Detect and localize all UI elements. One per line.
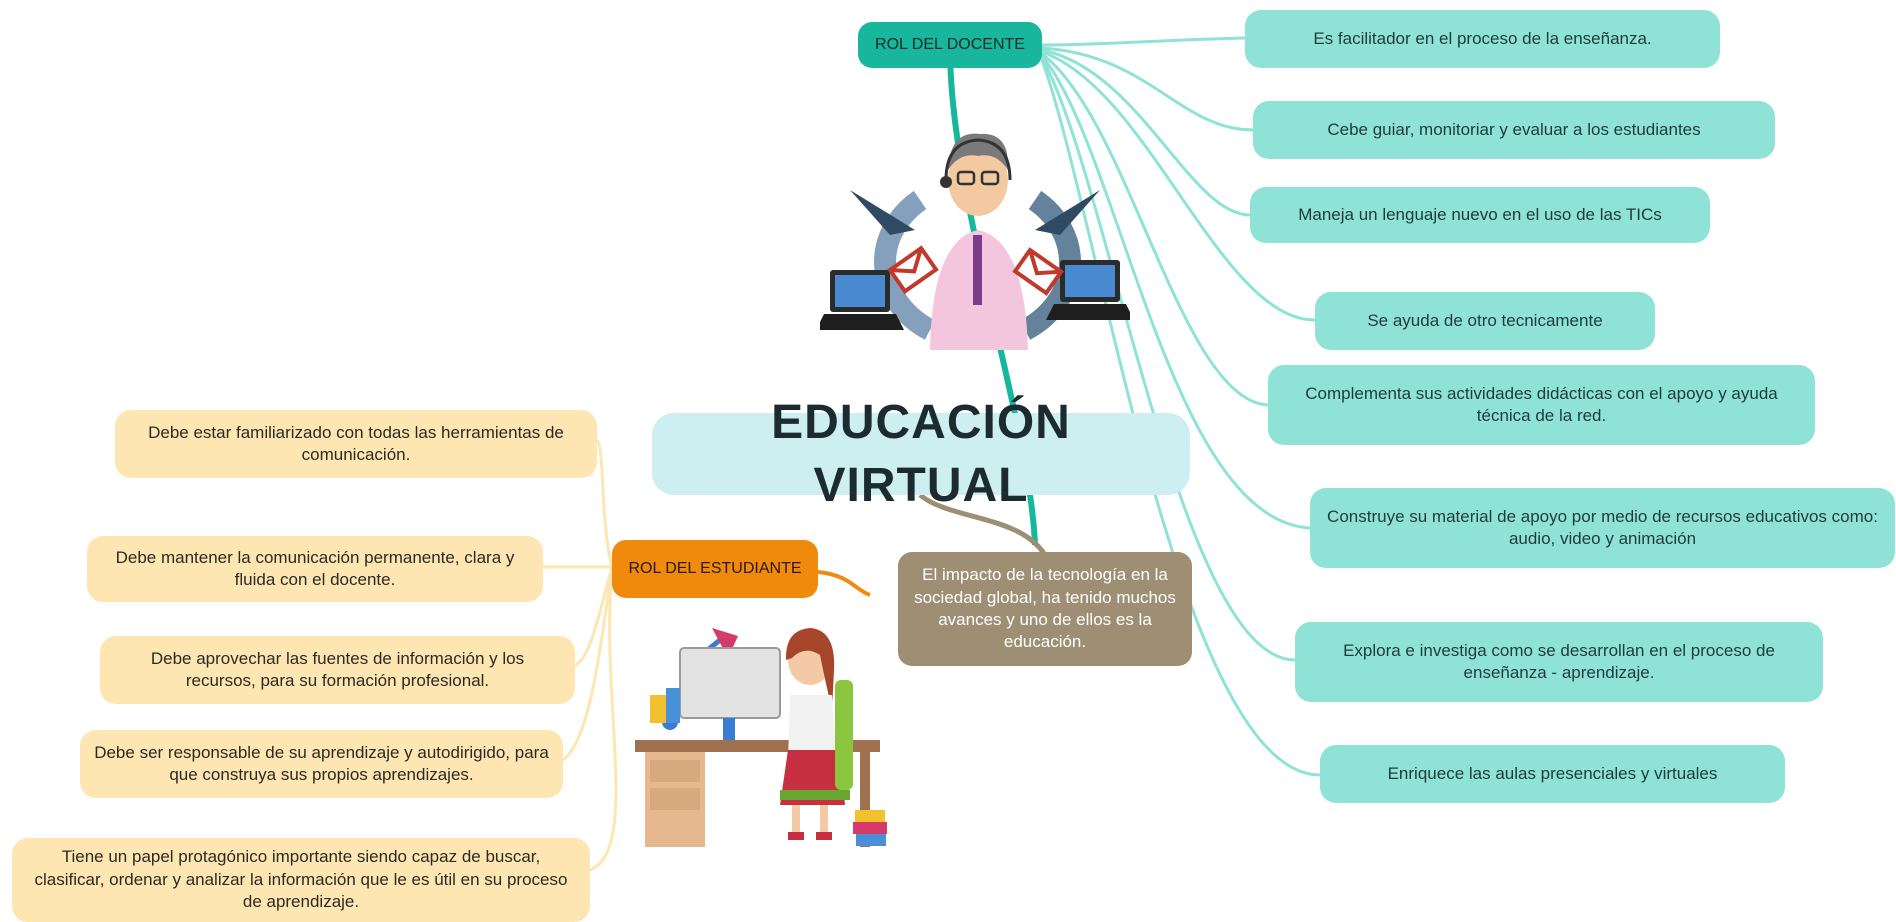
impact-text: El impacto de la tecnología en la socied…	[914, 565, 1176, 652]
estudiante-item-text: Debe mantener la comunicación permanente…	[115, 547, 515, 589]
docente-item-text: Construye su material de apoyo por medio…	[1327, 506, 1878, 548]
docente-item-1[interactable]: Es facilitador en el proceso de la enseñ…	[1245, 10, 1720, 68]
docente-item-7[interactable]: Explora e investiga como se desarrollan …	[1295, 622, 1823, 702]
docente-item-text: Explora e investiga como se desarrollan …	[1343, 640, 1775, 682]
link-docente-5	[1041, 52, 1269, 407]
docente-item-text: Complementa sus actividades didácticas c…	[1305, 383, 1778, 425]
estudiante-item-text: Debe aprovechar las fuentes de informaci…	[150, 648, 525, 690]
impact-node[interactable]: El impacto de la tecnología en la socied…	[898, 552, 1192, 666]
docente-item-5[interactable]: Complementa sus actividades didácticas c…	[1268, 365, 1815, 445]
role-docente-node[interactable]: ROL DEL DOCENTE	[858, 22, 1042, 68]
docente-item-3[interactable]: Maneja un lenguaje nuevo en el uso de la…	[1250, 187, 1710, 243]
link-center-impact	[918, 493, 1048, 557]
link-estudiante-5	[589, 566, 618, 872]
link-docente-3	[1041, 48, 1251, 217]
link-docente-6	[1040, 55, 1311, 530]
role-docente-label: ROL DEL DOCENTE	[875, 36, 1025, 54]
docente-item-4[interactable]: Se ayuda de otro tecnicamente	[1315, 292, 1655, 350]
estudiante-item-2[interactable]: Debe mantener la comunicación permanente…	[87, 536, 543, 602]
link-estudiante-1	[595, 439, 614, 568]
docente-item-6[interactable]: Construye su material de apoyo por medio…	[1310, 488, 1895, 568]
docente-item-text: Se ayuda de otro tecnicamente	[1367, 310, 1603, 330]
estudiante-item-3[interactable]: Debe aprovechar las fuentes de informaci…	[100, 636, 575, 704]
estudiante-item-4[interactable]: Debe ser responsable de su aprendizaje y…	[80, 730, 563, 798]
role-estudiante-node[interactable]: ROL DEL ESTUDIANTE	[612, 540, 818, 598]
link-estudiante-3	[574, 566, 614, 667]
docente-item-8[interactable]: Enriquece las aulas presenciales y virtu…	[1320, 745, 1785, 803]
docente-item-2[interactable]: Cebe guiar, monitoriar y evaluar a los e…	[1253, 101, 1775, 159]
central-topic[interactable]: EDUCACIÓN VIRTUAL	[652, 396, 1190, 512]
estudiante-item-text: Debe ser responsable de su aprendizaje y…	[94, 742, 549, 784]
docente-item-text: Es facilitador en el proceso de la enseñ…	[1313, 28, 1652, 48]
central-topic-title: EDUCACIÓN VIRTUAL	[771, 395, 1071, 512]
link-role-estudiante	[817, 570, 871, 597]
role-estudiante-label: ROL DEL ESTUDIANTE	[628, 560, 802, 578]
link-docente-7	[1040, 57, 1296, 662]
student-desk-illustration	[635, 628, 887, 847]
link-docente-1	[1041, 36, 1246, 47]
docente-item-text: Maneja un lenguaje nuevo en el uso de la…	[1298, 204, 1662, 224]
estudiante-item-text: Debe estar familiarizado con todas las h…	[148, 422, 564, 464]
docente-item-text: Cebe guiar, monitoriar y evaluar a los e…	[1327, 119, 1701, 139]
teacher-online-illustration	[820, 133, 1130, 350]
link-estudiante-4	[562, 566, 614, 762]
estudiante-item-5[interactable]: Tiene un papel protagónico importante si…	[12, 838, 590, 922]
link-docente-2	[1041, 46, 1254, 132]
docente-item-text: Enriquece las aulas presenciales y virtu…	[1387, 763, 1718, 783]
estudiante-item-1[interactable]: Debe estar familiarizado con todas las h…	[115, 410, 597, 478]
link-docente-4	[1041, 50, 1316, 322]
estudiante-item-text: Tiene un papel protagónico importante si…	[34, 847, 568, 912]
